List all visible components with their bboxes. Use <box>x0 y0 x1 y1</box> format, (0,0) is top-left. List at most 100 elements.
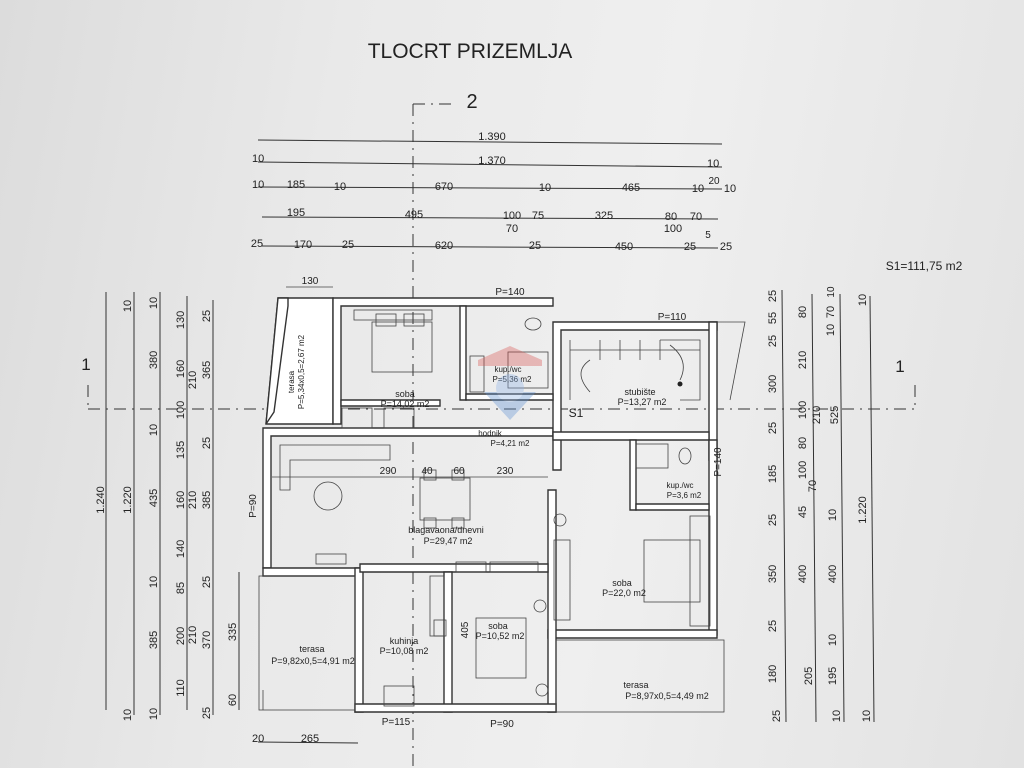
room-dnevni-area: P=29,47 m2 <box>424 536 473 546</box>
dim-r1-9: 180 <box>767 665 779 683</box>
opening-p90-bottom: P=90 <box>490 719 514 730</box>
dim-l4-8: 110 <box>175 679 187 697</box>
dim-l3-0: 10 <box>148 297 160 309</box>
dim-t4-2: 100 <box>503 210 521 222</box>
dim-t5-8: 25 <box>720 241 732 253</box>
dim-t5-1: 170 <box>294 239 312 251</box>
room-kuhinja-name: kuhinja <box>390 636 419 646</box>
room-soba-1-name: soba <box>395 389 415 399</box>
dim-r2-4: 100 <box>797 461 809 479</box>
dim-230: 230 <box>497 466 514 477</box>
dim-l4-0: 130 <box>175 311 187 329</box>
dim-r1-5: 185 <box>767 465 779 483</box>
dim-405: 405 <box>460 621 471 638</box>
opening-p140-top: P=140 <box>495 287 525 298</box>
dim-l6-0: 25 <box>201 310 213 322</box>
dim-l4-5: 140 <box>175 540 187 558</box>
dim-r2-0: 80 <box>797 306 809 318</box>
dim-r3-7: 10 <box>827 634 839 646</box>
dim-t5-7: 5 <box>705 230 711 241</box>
dim-l2-2: 10 <box>122 709 134 721</box>
dim-r3-6: 400 <box>827 565 839 583</box>
room-terasa-3-name: terasa <box>623 680 648 690</box>
room-hodnik-name: hodnik <box>478 429 503 438</box>
dim-l3-1: 380 <box>148 351 160 369</box>
dim-l3-3: 435 <box>148 489 160 507</box>
dim-r1-7: 350 <box>767 565 779 583</box>
dim-r1-4: 25 <box>767 422 779 434</box>
dim-40: 40 <box>421 466 433 477</box>
plan-title: TLOCRT PRIZEMLJA <box>368 40 573 63</box>
dim-60: 60 <box>453 466 465 477</box>
dim-t5-2: 25 <box>342 239 354 251</box>
dim-335: 335 <box>227 623 239 641</box>
dim-l4-2: 100 <box>175 401 187 419</box>
dim-r3-8: 195 <box>827 667 839 685</box>
dim-1390: 1.390 <box>478 131 506 143</box>
dim-l4-4: 160 <box>175 491 187 509</box>
room-terasa-1-name: terasa <box>287 370 296 393</box>
dim-265: 265 <box>301 733 319 745</box>
room-soba-2-name: soba <box>612 578 632 588</box>
room-kupwc-1-area: P=5,36 m2 <box>493 375 532 384</box>
dim-l5-2: 210 <box>187 626 199 644</box>
dim-r2-1: 210 <box>797 351 809 369</box>
dim-t2-a: 10 <box>252 153 264 165</box>
dim-1370: 1.370 <box>478 155 506 167</box>
dim-l3-6: 10 <box>148 708 160 720</box>
dim-r1-6: 25 <box>767 514 779 526</box>
dim-t5-4: 25 <box>529 240 541 252</box>
dim-t3-6: 10 <box>692 183 704 195</box>
dim-l4-7: 200 <box>175 627 187 645</box>
dim-130: 130 <box>302 276 319 287</box>
room-kupwc-2-area: P=3,6 m2 <box>667 491 702 500</box>
dim-t3-5: 465 <box>622 182 640 194</box>
dim-l2-1: 1.220 <box>122 486 134 514</box>
dim-l4-1: 160 <box>175 360 187 378</box>
dim-r2-7: 400 <box>797 565 809 583</box>
room-soba-1-area: P=14,02 m2 <box>381 399 430 409</box>
dim-t3-1: 185 <box>287 179 305 191</box>
room-soba-3-name: soba <box>488 621 508 631</box>
dim-r2-8: 205 <box>803 667 815 685</box>
room-soba-2-area: P=22,0 m2 <box>602 588 646 598</box>
dim-r2-2: 100 <box>797 401 809 419</box>
dim-t3-7: 20 <box>708 176 720 187</box>
terraces <box>258 575 725 713</box>
room-labels: terasa P=5,34x0,5=2,67 m2 soba P=14,02 m… <box>271 334 709 701</box>
dim-t5-5: 450 <box>615 241 633 253</box>
section-s1-label: S1 <box>569 406 584 420</box>
dim-r3-0: 10 <box>826 286 837 298</box>
dim-r3-1: 70 <box>825 306 837 318</box>
dim-r3-4: 525 <box>829 406 841 424</box>
room-stubiste-name: stubište <box>624 387 655 397</box>
dim-l3-4: 10 <box>148 576 160 588</box>
bottom-dim-line <box>257 741 359 744</box>
dim-r3-3: 210 <box>811 406 823 424</box>
dim-l6-3: 385 <box>201 491 213 509</box>
dim-t3-3: 670 <box>435 181 453 193</box>
dim-t4-4: 75 <box>532 210 544 222</box>
dim-t2-b: 10 <box>707 158 719 170</box>
room-terasa-1-area: P=5,34x0,5=2,67 m2 <box>297 334 306 409</box>
dim-l4-6: 85 <box>175 582 187 594</box>
axis-1-left-label: 1 <box>81 355 90 374</box>
dim-t4-0: 195 <box>287 207 305 219</box>
dim-60b: 60 <box>227 694 239 706</box>
room-terasa-2-name: terasa <box>299 644 324 654</box>
room-kupwc-1-name: kup./wc <box>494 365 521 374</box>
dim-t4-3: 70 <box>506 223 518 235</box>
top-dimensions: 1.390 10 1.370 10 10 185 10 670 10 465 1… <box>251 131 736 253</box>
dim-t4-1: 495 <box>405 209 423 221</box>
dim-l6-4: 25 <box>201 576 213 588</box>
dim-l6-1: 365 <box>201 361 213 379</box>
left-dimensions: 1.240 10 1.220 10 10 380 10 435 10 385 1… <box>95 292 240 721</box>
dim-1240: 1.240 <box>95 486 107 514</box>
axis-2-label: 2 <box>466 91 477 113</box>
dim-r1-0: 25 <box>767 290 779 302</box>
dim-r1-2: 25 <box>767 335 779 347</box>
dim-r3-2: 10 <box>825 324 837 336</box>
dim-t3-8: 10 <box>724 183 736 195</box>
dim-t3-4: 10 <box>539 182 551 194</box>
dim-t5-6: 25 <box>684 241 696 253</box>
